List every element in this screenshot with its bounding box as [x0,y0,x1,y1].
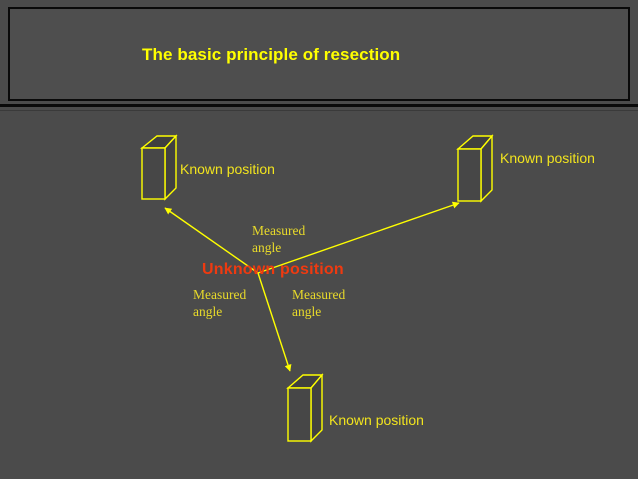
measured-angle-label-right: Measured angle [292,286,345,320]
measured-angle-label-top: Measured angle [252,222,305,256]
title-divider-line [0,104,638,107]
station-box-bottom [286,373,324,443]
measured-angle-right-line1: Measured [292,287,346,302]
title-placeholder: The basic principle of resection [8,7,630,101]
measured-angle-right-line2: angle [292,304,322,319]
sight-line-right [257,201,460,274]
sight-line-left [164,207,259,274]
page-title: The basic principle of resection [142,45,401,64]
measured-angle-label-left: Measured angle [193,286,246,320]
measured-angle-left-line1: Measured [193,287,247,302]
measured-angle-top-line1: Measured [252,223,306,238]
known-position-label-right: Known position [500,150,595,166]
title-divider-shadow [0,110,638,111]
unknown-position-label: Unknown position [202,261,344,278]
known-position-label-bottom: Known position [329,412,424,428]
known-position-label-left: Known position [180,161,275,177]
measured-angle-top-line2: angle [252,240,282,255]
station-box-left [140,134,178,201]
station-box-right [456,134,494,203]
sight-line-bottom [257,272,292,372]
measured-angle-left-line2: angle [193,304,223,319]
